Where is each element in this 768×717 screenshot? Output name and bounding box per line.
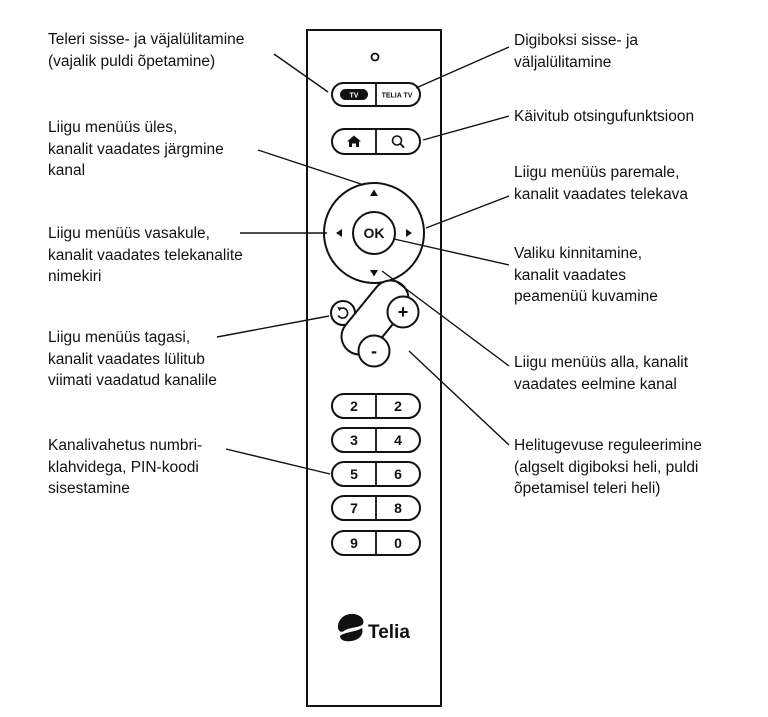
callout-line: vaadates eelmine kanal [514,375,677,393]
number-key[interactable]: 7 [350,500,358,516]
callout-line: Liigu menüüs tagasi, [48,329,191,346]
callout-volume: Helitugevuse reguleerimine (algselt digi… [514,435,702,500]
callout-box-power: Digiboksi sisse- ja väljalülitamine [514,30,638,73]
numpad-row[interactable]: 2 2 [331,393,421,419]
tv-power-button[interactable] [340,89,368,100]
ok-button-label: OK [364,225,385,241]
volume-up-label: + [398,302,409,322]
back-icon[interactable] [337,307,349,319]
number-key[interactable]: 2 [394,398,402,414]
callout-down: Liigu menüüs alla, kanalit vaadates eelm… [514,352,688,395]
callout-line: õpetamisel teleri heli) [514,480,661,497]
callout-line: Valiku kinnitamine, [514,245,643,262]
callout-line: Liigu menüüs vasakule, [48,225,210,242]
search-icon[interactable] [391,135,405,149]
power-button-group[interactable]: TV TELIA TV [331,82,421,107]
callout-line: kanalit vaadates [514,266,627,284]
callout-numbers: Kanalivahetus numbri- klahvidega, PIN-ko… [48,435,202,500]
number-key[interactable]: 5 [350,466,358,482]
callout-up: Liigu menüüs üles, kanalit vaadates järg… [48,117,224,182]
indicator-light-icon [370,52,380,62]
telia-logo-icon [338,613,364,642]
numpad-row[interactable]: 5 6 [331,461,421,487]
callout-line: Teleri sisse- ja väjalülitamine [48,31,245,48]
ok-button[interactable] [352,211,396,255]
brand-name: Telia [368,622,410,643]
leader-lines [216,46,510,475]
volume-up-button[interactable] [386,295,420,329]
arrow-right-icon[interactable] [406,229,412,237]
callout-line: peamenüü kuvamine [514,288,658,305]
callout-line: Digiboksi sisse- ja [514,32,639,49]
number-key[interactable]: 9 [350,535,358,551]
callout-left: Liigu menüüs vasakule, kanalit vaadates … [48,223,243,288]
arrow-down-icon[interactable] [370,270,378,277]
callout-tv-power: Teleri sisse- ja väjalülitamine (vajalik… [48,29,244,72]
callout-line: kanal [48,162,86,179]
tv-button-label: TV [350,93,359,100]
home-icon[interactable] [347,135,361,148]
callout-line: Liigu menüüs alla, kanalit [514,354,689,371]
number-key[interactable]: 2 [350,398,358,414]
callout-line: kanalit vaadates järgmine [48,140,224,158]
arrow-up-icon[interactable] [370,189,378,197]
number-key[interactable]: 4 [394,432,402,448]
numpad-row[interactable]: 3 4 [331,427,421,453]
number-key[interactable]: 8 [394,500,402,516]
callout-line: Kanalivahetus numbri- [48,437,203,454]
callout-line: Liigu menüüs paremale, [514,164,680,181]
telia-logo: Telia [338,613,410,643]
callout-search: Käivitub otsingufunktsioon [514,106,694,128]
callout-line: kanalit vaadates telekava [514,185,689,203]
callout-line: klahvidega, PIN-koodi [48,458,199,476]
number-key[interactable]: 3 [350,432,358,448]
callout-line: nimekiri [48,268,102,285]
numpad-row[interactable]: 7 8 [331,495,421,521]
callout-line: sisestamine [48,480,130,497]
volume-down-button[interactable] [357,334,391,368]
callout-line: Käivitub otsingufunktsioon [514,108,695,125]
numpad-row[interactable]: 9 0 [331,530,421,556]
volume-down-label: - [371,341,377,361]
callout-line: (vajalik puldi õpetamine) [48,52,216,70]
callout-back: Liigu menüüs tagasi, kanalit vaadates lü… [48,327,217,392]
dpad[interactable]: OK [323,182,425,284]
callout-line: viimati vaadatud kanalile [48,372,217,389]
numpad[interactable]: 2 2 3 4 5 6 7 8 9 0 [331,393,421,556]
telia-tv-button-label: TELIA TV [382,93,413,100]
callout-line: kanalit vaadates telekanalite [48,246,243,264]
callout-ok: Valiku kinnitamine, kanalit vaadates pea… [514,243,658,308]
arrow-left-icon[interactable] [336,229,342,237]
callout-line: Helitugevuse reguleerimine [514,437,702,454]
callout-line: (algselt digiboksi heli, puldi [514,458,699,476]
callout-line: kanalit vaadates lülitub [48,350,205,368]
volume-rocker[interactable]: + - [340,279,420,368]
home-search-button-group[interactable] [331,128,421,155]
callout-right: Liigu menüüs paremale, kanalit vaadates … [514,162,688,205]
callout-line: Liigu menüüs üles, [48,119,178,136]
callout-line: väljalülitamine [514,53,612,71]
number-key[interactable]: 0 [394,535,402,551]
number-key[interactable]: 6 [394,466,402,482]
